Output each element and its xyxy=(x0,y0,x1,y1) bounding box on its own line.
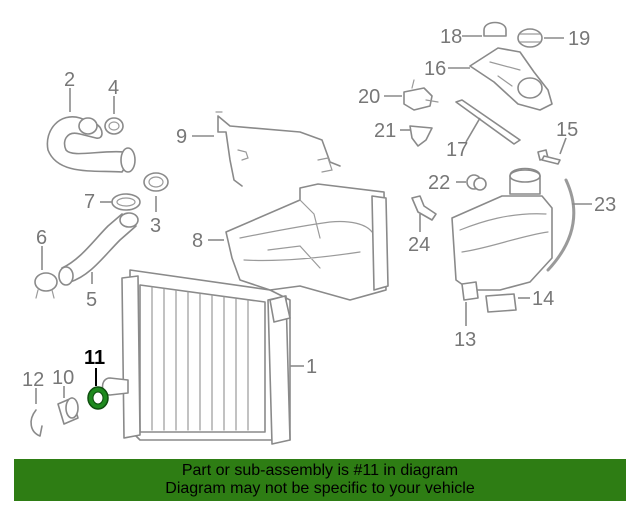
clip-part-21 xyxy=(409,125,433,147)
clamp-ring-part xyxy=(104,117,124,135)
callout-19: 19 xyxy=(568,28,590,50)
callout-numbers: 1 2 3 4 5 6 7 8 9 10 11 12 13 14 15 16 1… xyxy=(22,26,616,391)
grommet-part-22 xyxy=(466,174,487,191)
radiator-part xyxy=(101,269,291,445)
banner-line-2: Diagram may not be specific to your vehi… xyxy=(165,480,475,497)
callout-10: 10 xyxy=(52,367,74,389)
o-ring-part xyxy=(111,193,141,211)
callout-18: 18 xyxy=(440,26,462,48)
callout-3: 3 xyxy=(150,215,161,237)
callout-22: 22 xyxy=(428,172,450,194)
callout-leader-lines xyxy=(35,35,592,404)
banner-line-1: Part or sub-assembly is #11 in diagram xyxy=(181,462,459,479)
expansion-tank-part xyxy=(451,167,553,301)
hose-clamp-part xyxy=(143,172,169,192)
bracket-part-14 xyxy=(485,293,517,313)
callout-20: 20 xyxy=(358,86,380,108)
clamp-part-6 xyxy=(34,272,58,299)
callout-17: 17 xyxy=(446,139,468,161)
filler-cap-part xyxy=(517,28,543,48)
bolt-part-15 xyxy=(537,149,561,165)
callout-23: 23 xyxy=(594,194,616,216)
callout-11: 11 xyxy=(84,347,105,369)
callout-8: 8 xyxy=(192,230,203,252)
bleed-pipe-part xyxy=(215,111,341,187)
upper-hose-part xyxy=(46,116,136,173)
callout-16: 16 xyxy=(424,58,446,80)
seal-strip-part xyxy=(455,99,521,145)
spring-clip-part xyxy=(30,409,43,437)
callout-5: 5 xyxy=(86,289,97,311)
callout-9: 9 xyxy=(176,126,187,148)
parts-diagram: 1 2 3 4 5 6 7 8 9 10 11 12 13 14 15 16 1… xyxy=(22,21,616,445)
callout-4: 4 xyxy=(108,77,119,99)
valve-part-20 xyxy=(403,79,439,111)
fan-shroud-part xyxy=(225,183,389,301)
callout-21: 21 xyxy=(374,120,396,142)
callout-2: 2 xyxy=(64,69,75,91)
highlighted-seal-part xyxy=(87,386,109,410)
fitting-part-24 xyxy=(411,195,437,221)
callout-6: 6 xyxy=(36,227,47,249)
part-info-banner: Part or sub-assembly is #11 in diagram D… xyxy=(14,459,626,501)
callout-15: 15 xyxy=(556,119,578,141)
callout-24: 24 xyxy=(408,234,430,256)
callout-7: 7 xyxy=(84,191,95,213)
overflow-hose-part xyxy=(546,178,576,272)
callout-13: 13 xyxy=(454,329,476,351)
lower-hose-part xyxy=(58,212,139,286)
callout-14: 14 xyxy=(532,288,554,310)
callout-12: 12 xyxy=(22,369,44,391)
small-cap-part xyxy=(483,21,507,37)
reservoir-tray-part xyxy=(469,47,553,111)
callout-1: 1 xyxy=(306,356,317,378)
coupler-part xyxy=(57,397,79,425)
